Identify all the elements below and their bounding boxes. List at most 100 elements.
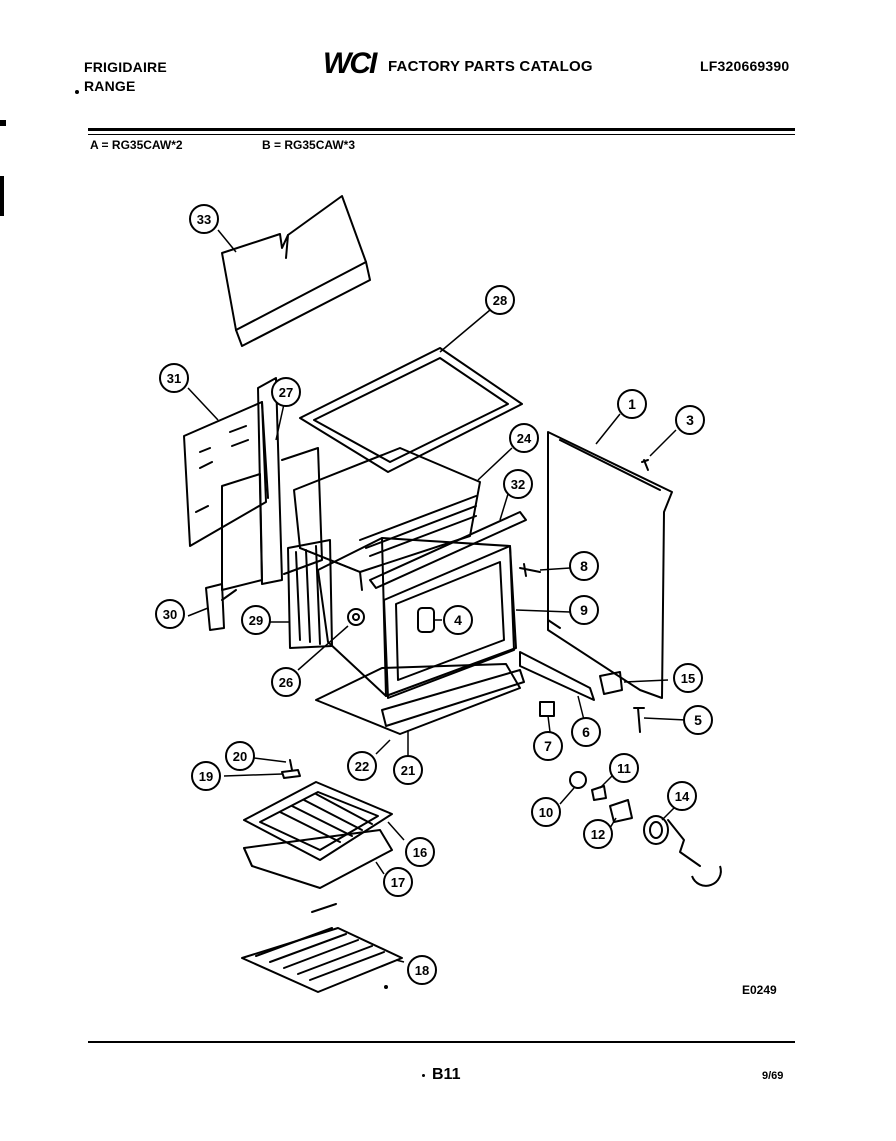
part-18-oven-rack — [241, 903, 403, 993]
oven-cavity — [317, 537, 517, 697]
leader-6 — [577, 695, 585, 721]
callout-20: 20 — [225, 741, 255, 771]
catalog-date: 9/69 — [762, 1070, 784, 1082]
callout-6: 6 — [571, 717, 601, 747]
scan-edge — [0, 120, 6, 126]
leader-28 — [439, 309, 491, 353]
callout-label: 1 — [628, 396, 636, 412]
part-4-tube — [417, 607, 435, 633]
leader-30 — [187, 607, 209, 617]
callout-circle — [485, 285, 515, 315]
part-7-switch — [539, 701, 555, 717]
callout-group: 1345678910111214151617181920212224262728… — [155, 204, 713, 985]
leader-11 — [599, 775, 613, 789]
diagram-code: E0249 — [742, 983, 777, 997]
callout-5: 5 — [683, 705, 713, 735]
footer-rule — [88, 1041, 795, 1043]
speck — [75, 90, 79, 94]
callout-label: 11 — [617, 761, 631, 776]
page-number: B11 — [432, 1066, 461, 1083]
leader-22 — [375, 739, 391, 755]
part-26-grommet — [347, 608, 365, 626]
leader-24 — [477, 447, 513, 481]
callout-circle — [683, 705, 713, 735]
callout-22: 22 — [347, 751, 377, 781]
header-rule-bottom — [88, 134, 795, 135]
part-12-knob — [609, 799, 633, 823]
callout-label: 22 — [355, 759, 369, 774]
header-rule-top — [88, 128, 795, 131]
callout-label: 30 — [163, 607, 177, 622]
callout-circle — [443, 605, 473, 635]
callout-label: 32 — [511, 477, 525, 492]
callout-circle — [405, 837, 435, 867]
callout-label: 29 — [249, 613, 263, 628]
callout-circle — [191, 761, 221, 791]
leader-18 — [395, 959, 405, 963]
part-22-bottom-panel — [315, 663, 521, 735]
callout-label: 15 — [681, 671, 695, 686]
callout-label: 3 — [686, 412, 694, 428]
callout-circle — [393, 755, 423, 785]
callout-circle — [347, 751, 377, 781]
callout-3: 3 — [675, 405, 705, 435]
part-33-top-trim — [221, 195, 371, 347]
part-30-bracket — [205, 583, 237, 631]
callout-8: 8 — [569, 551, 599, 581]
callout-circle — [569, 595, 599, 625]
callout-27: 27 — [271, 377, 301, 407]
leader-5 — [643, 717, 687, 721]
leader-14 — [661, 807, 675, 821]
leader-8 — [539, 567, 571, 571]
callout-9: 9 — [569, 595, 599, 625]
oven-front-face — [383, 545, 515, 699]
scan-edge — [0, 176, 4, 216]
leader-19 — [223, 773, 283, 777]
callout-label: 21 — [401, 763, 415, 778]
callout-circle — [667, 781, 697, 811]
callout-29: 29 — [241, 605, 271, 635]
leader-16 — [387, 821, 405, 841]
callout-label: 4 — [454, 612, 462, 628]
leader-15 — [623, 679, 669, 683]
leader-20 — [253, 757, 287, 763]
partial-bubble-13 — [691, 865, 722, 887]
callout-circle — [271, 667, 301, 697]
callout-label: 10 — [539, 805, 553, 820]
brand-block: FRIGIDAIRE RANGE — [84, 58, 167, 96]
leader-33 — [217, 229, 237, 253]
callout-26: 26 — [271, 667, 301, 697]
leader-3 — [649, 429, 677, 457]
callout-label: 33 — [197, 212, 211, 227]
callout-label: 9 — [580, 602, 588, 618]
brand-name: FRIGIDAIRE — [84, 59, 167, 75]
part-6-rail — [519, 651, 595, 701]
part-29-insulation — [287, 539, 333, 649]
callout-11: 11 — [609, 753, 639, 783]
callout-4: 4 — [443, 605, 473, 635]
callout-label: 7 — [544, 738, 552, 754]
callout-label: 27 — [279, 385, 293, 400]
callout-28: 28 — [485, 285, 515, 315]
page-dot — [422, 1074, 425, 1077]
callout-33: 33 — [189, 204, 219, 234]
leader-10 — [559, 787, 575, 805]
callout-circle — [383, 867, 413, 897]
callout-circle — [571, 717, 601, 747]
leader-31 — [187, 387, 219, 421]
wci-logo: WCI — [323, 47, 380, 77]
part-17-broiler-pan — [243, 829, 393, 889]
callout-label: 19 — [199, 769, 213, 784]
part-24-liner-insulation — [293, 447, 481, 591]
callout-label: 28 — [493, 293, 507, 308]
part-14-bezel — [643, 815, 669, 845]
callout-24: 24 — [509, 423, 539, 453]
part-31-back-panel — [183, 401, 269, 547]
callout-17: 17 — [383, 867, 413, 897]
callout-21: 21 — [393, 755, 423, 785]
callout-circle — [241, 605, 271, 635]
part-27-side-brace — [221, 377, 323, 591]
leader-1 — [595, 413, 621, 445]
part-15-block — [599, 671, 623, 695]
catalog-number: LF320669390 — [700, 58, 790, 74]
